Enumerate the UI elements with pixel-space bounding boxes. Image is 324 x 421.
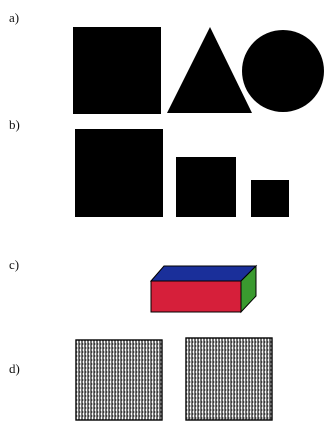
large-square [75,129,163,217]
black-square [73,27,161,114]
colored-box [151,266,256,312]
medium-square [176,157,236,217]
box-front-face [151,281,241,312]
grid-square-right [186,338,272,420]
box-top-face [151,266,256,281]
small-square [251,180,289,217]
grid-square-left [76,340,162,420]
row-d-grids [76,338,272,420]
black-circle [242,30,324,112]
row-a-shapes [73,27,324,114]
row-b-shapes [75,129,289,217]
black-triangle [167,27,252,113]
